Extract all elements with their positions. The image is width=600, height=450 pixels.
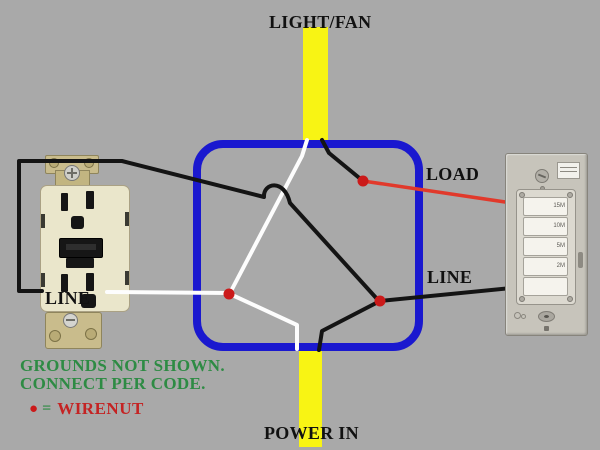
switch-logo-mark (514, 312, 521, 319)
switch-frame-screw (567, 192, 573, 198)
outlet-mount-screw-bottom (63, 313, 78, 328)
outlet-side-notch (125, 212, 129, 226)
timer-button: 2M (523, 257, 568, 276)
timer-button: 10M (523, 217, 568, 236)
outlet-strap-hole (84, 158, 94, 168)
outlet-test-button (66, 258, 94, 268)
outlet-side-notch (41, 273, 45, 287)
cable-light-fan (303, 27, 328, 146)
gfci-outlet (28, 146, 130, 349)
wirenut-line (374, 295, 386, 307)
wire-black-from-top-cable (320, 138, 365, 183)
timer-button: 5M (523, 237, 568, 256)
wire-black-line-to-switch (378, 286, 513, 303)
label-line-switch: LINE (427, 267, 473, 287)
switch-button-frame: 15M 10M 5M 2M (516, 189, 576, 305)
switch-logo-mark (521, 314, 526, 319)
switch-button-stack: 15M 10M 5M 2M (523, 197, 568, 297)
outlet-strap-hole (85, 328, 97, 340)
note-grounds: GROUNDS NOT SHOWN. (20, 356, 225, 375)
switch-frame-screw (519, 296, 525, 302)
label-line-outlet: LINE (45, 288, 91, 308)
timer-button: 15M (523, 197, 568, 216)
wire-white-from-top-cable (228, 138, 309, 295)
legend-wirenut-text: WIRENUT (57, 399, 144, 418)
wirenut-legend: ● = WIRENUT (29, 399, 144, 419)
switch-mount-screw (535, 169, 549, 183)
note-code: CONNECT PER CODE. (20, 374, 206, 393)
timer-switch: 15M 10M 5M 2M (505, 153, 588, 336)
switch-plate-slot (578, 252, 583, 268)
switch-frame-screw (519, 192, 525, 198)
timer-button (523, 277, 568, 296)
label-light-fan: LIGHT/FAN (269, 12, 372, 32)
wire-white-to-bottom-cable (228, 292, 299, 351)
outlet-side-notch (41, 214, 45, 228)
label-power-in: POWER IN (264, 423, 359, 443)
switch-plate-dot (544, 326, 549, 331)
outlet-side-notch (125, 271, 129, 285)
wirenut-load (357, 175, 369, 187)
label-load: LOAD (426, 164, 480, 184)
junction-box (193, 140, 423, 351)
outlet-mount-screw-top (64, 165, 80, 181)
outlet-slot-upper-right (86, 191, 94, 209)
outlet-strap-hole (49, 158, 59, 168)
switch-frame-screw (567, 296, 573, 302)
outlet-slot-upper-left (61, 193, 68, 211)
switch-plate-oval (538, 311, 555, 322)
outlet-ground-hole-upper (71, 216, 84, 229)
wire-black-to-bottom-cable (317, 299, 382, 352)
switch-label-sticker (557, 162, 580, 179)
wirenut-neutral (223, 288, 235, 300)
legend-equals: = (42, 400, 52, 417)
wirenut-dot-icon: ● (29, 400, 39, 417)
outlet-strap-hole (49, 330, 61, 342)
outlet-reset-button (59, 238, 103, 258)
